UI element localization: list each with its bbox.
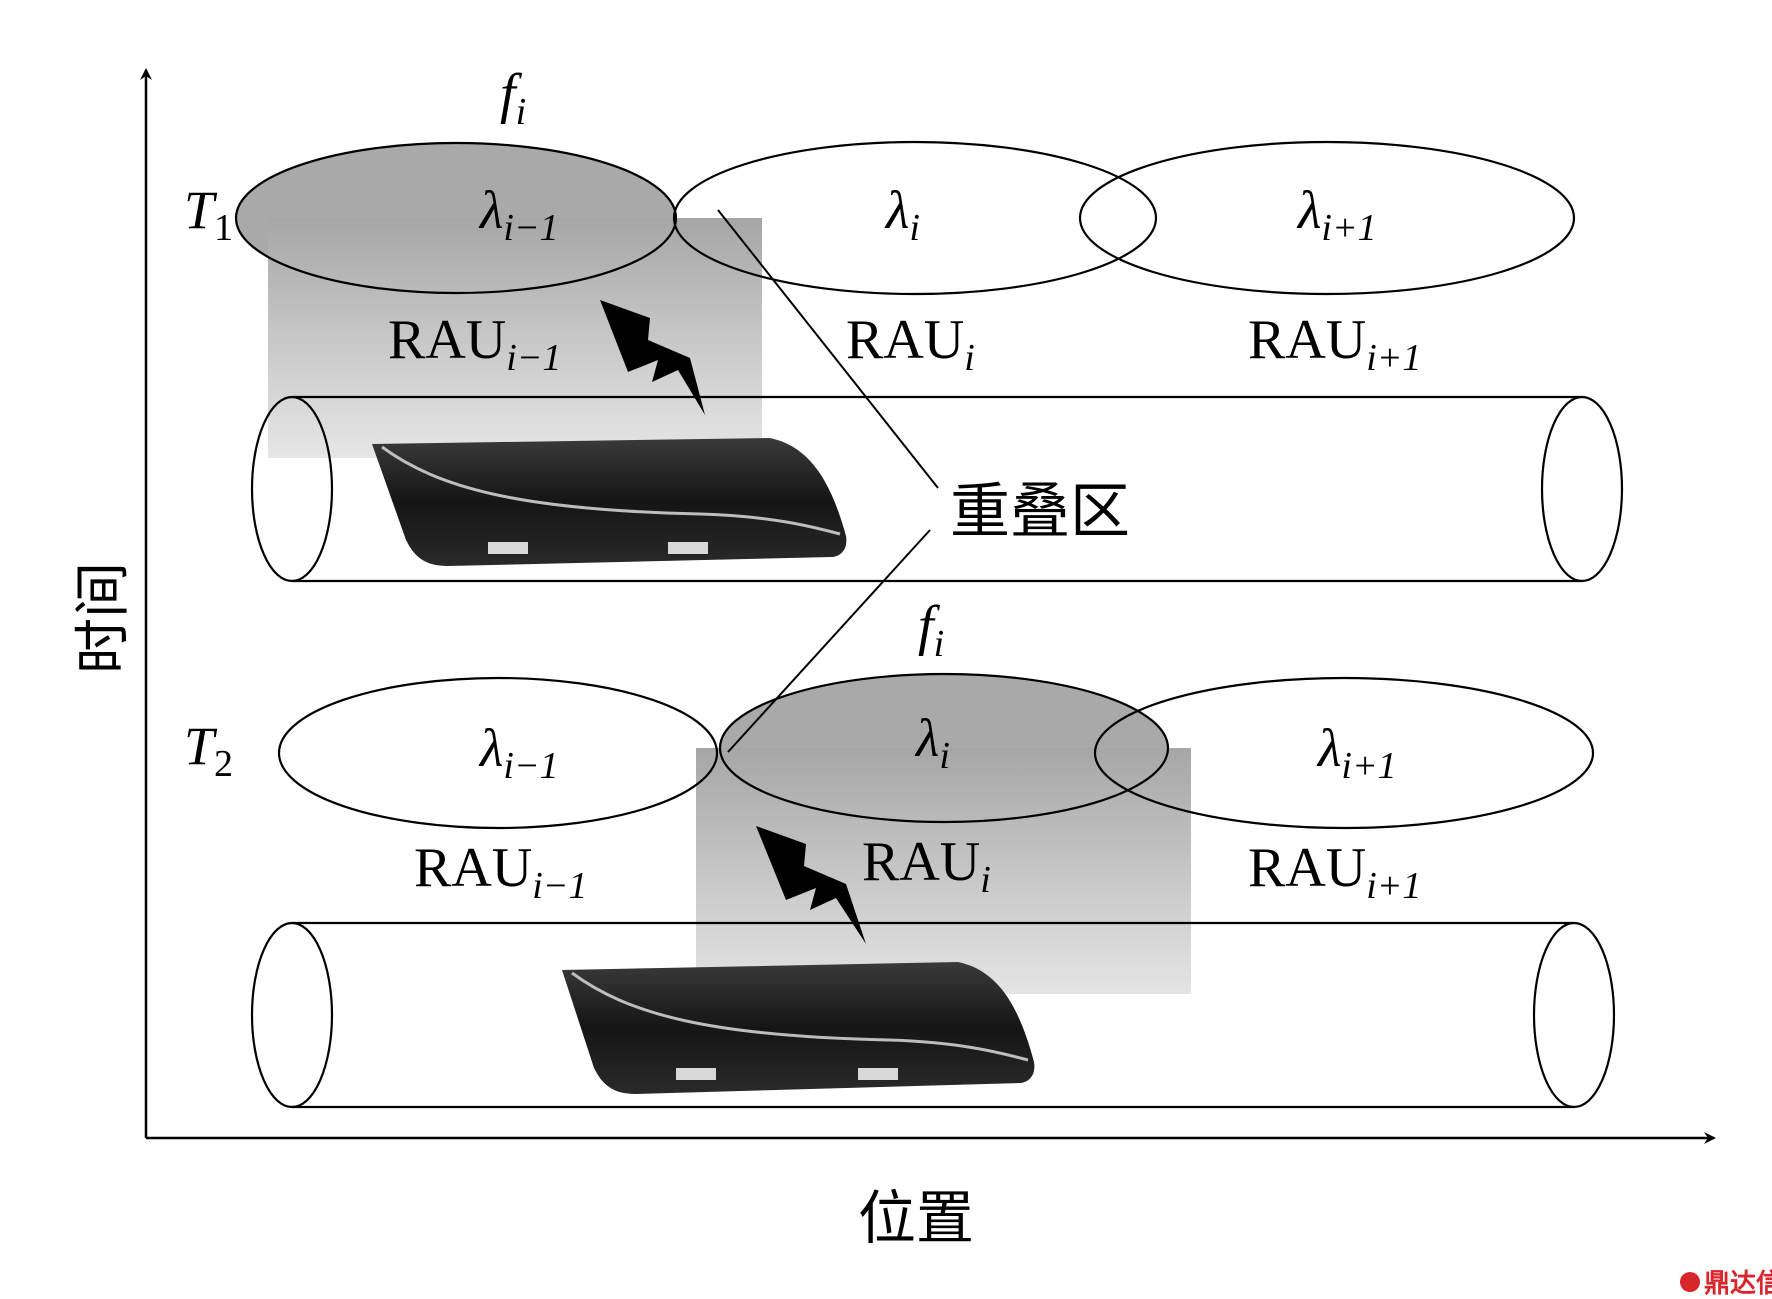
watermark-logo-icon bbox=[1680, 1272, 1700, 1292]
time-axis-label: 时间 bbox=[71, 562, 136, 674]
lightning-bolt-icon bbox=[756, 826, 866, 944]
axes bbox=[140, 68, 1716, 1144]
cell-ellipse bbox=[672, 140, 1158, 296]
rau-label: RAUi bbox=[846, 309, 975, 379]
tunnel-tube bbox=[250, 395, 1624, 583]
watermark-text: 鼎达信 bbox=[1704, 1269, 1772, 1299]
wavelength-label: λi+1 bbox=[1296, 180, 1377, 249]
tube-right-end bbox=[1540, 395, 1624, 583]
cell-ellipse bbox=[277, 676, 719, 830]
frequency-label: fi bbox=[500, 63, 526, 133]
lightning-bolt-icon bbox=[600, 300, 705, 415]
cell-ellipse bbox=[718, 672, 1170, 824]
tube-left-end bbox=[250, 921, 334, 1109]
frame-1: T1 fi λi−1 λi λi+1 RAUi−1 RAUi RAUi+1 bbox=[184, 63, 1624, 583]
tube-right-end bbox=[1532, 921, 1616, 1109]
wavelength-label: λi+1 bbox=[1316, 718, 1397, 787]
cell-ellipse bbox=[1093, 676, 1595, 830]
frame-1-active-region bbox=[236, 143, 762, 458]
train-icon bbox=[562, 962, 1035, 1094]
rau-label: RAUi−1 bbox=[388, 309, 561, 379]
rau-label: RAUi−1 bbox=[414, 837, 587, 907]
overlap-zone-label: 重叠区 bbox=[950, 477, 1130, 547]
watermark: 鼎达信 bbox=[1680, 1269, 1772, 1299]
frame-2: T2 fi λi−1 λi λi+1 RAUi−1 RAUi RAUi+1 bbox=[184, 595, 1616, 1109]
rau-label: RAUi+1 bbox=[1248, 309, 1421, 379]
train-icon bbox=[372, 438, 847, 566]
wavelength-label: λi bbox=[884, 180, 920, 249]
wavelength-label: λi−1 bbox=[478, 718, 559, 787]
frame-2-cells bbox=[277, 672, 1595, 830]
time-label-t1: T1 bbox=[184, 180, 233, 249]
rau-label: RAUi+1 bbox=[1248, 837, 1421, 907]
cell-ellipse bbox=[234, 141, 678, 295]
frame-1-cells bbox=[234, 140, 1576, 296]
wavelength-label: λi bbox=[914, 708, 950, 777]
frame-2-active-region bbox=[696, 674, 1191, 994]
time-label-t2: T2 bbox=[184, 716, 233, 785]
overlap-callout-lines bbox=[717, 209, 939, 753]
wavelength-label: λi−1 bbox=[478, 180, 559, 249]
frequency-label: fi bbox=[918, 595, 944, 665]
rau-label: RAUi bbox=[862, 831, 991, 901]
tunnel-tube bbox=[250, 921, 1616, 1109]
cell-ellipse bbox=[1078, 140, 1576, 296]
position-axis-label: 位置 bbox=[858, 1184, 974, 1252]
